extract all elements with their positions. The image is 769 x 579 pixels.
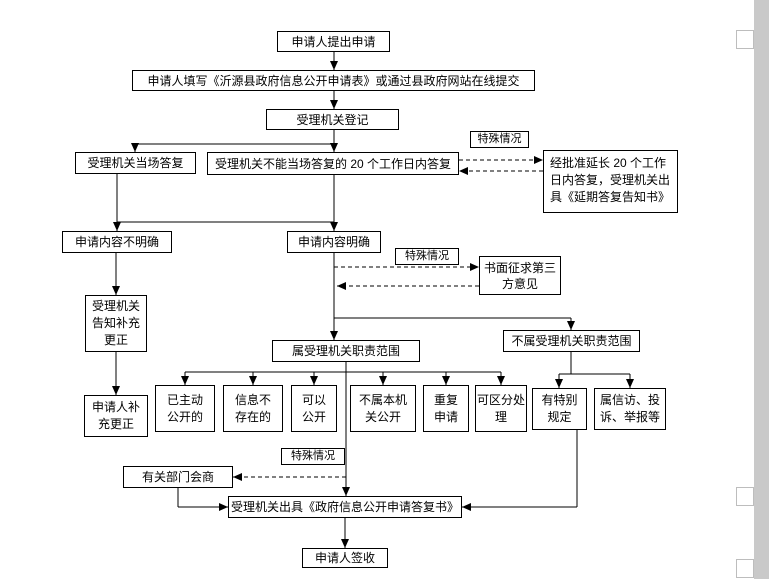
node-extended-reply: 经批准延长 20 个工作日内答复，受理机关出具《延期答复告知书》 xyxy=(543,150,678,213)
node-third-party-opinion: 书面征求第三方意见 xyxy=(479,256,561,295)
node-onspot-reply: 受理机关当场答复 xyxy=(75,152,196,174)
node-repeat-request: 重复申请 xyxy=(423,385,469,432)
label-special-case-2: 特殊情况 xyxy=(395,248,459,265)
node-separable-handling: 可区分处理 xyxy=(475,385,527,432)
node-register: 受理机关登记 xyxy=(266,109,399,130)
node-can-disclose: 可以公开 xyxy=(291,385,337,432)
node-not-this-organ: 不属本机关公开 xyxy=(350,385,416,432)
node-special-provisions: 有特别规定 xyxy=(532,388,587,430)
node-info-not-exist: 信息不存在的 xyxy=(223,385,283,432)
node-already-public: 已主动公开的 xyxy=(155,385,215,432)
page-edge-marker xyxy=(736,559,754,578)
node-out-of-scope: 不属受理机关职责范围 xyxy=(503,330,640,352)
page-edge-marker xyxy=(736,487,754,506)
window-background-edge xyxy=(754,0,769,579)
page-edge-marker xyxy=(736,30,754,49)
node-notify-supplement: 受理机关告知补充更正 xyxy=(85,295,147,352)
node-content-unclear: 申请内容不明确 xyxy=(62,231,172,253)
node-within-20-days: 受理机关不能当场答复的 20 个工作日内答复 xyxy=(207,152,459,175)
label-special-case-1: 特殊情况 xyxy=(470,131,529,148)
node-apply: 申请人提出申请 xyxy=(277,31,390,52)
label-special-case-3: 特殊情况 xyxy=(281,448,345,465)
node-content-clear: 申请内容明确 xyxy=(287,231,381,253)
node-reply-letter: 受理机关出具《政府信息公开申请答复书》 xyxy=(228,496,462,518)
node-dept-consultation: 有关部门会商 xyxy=(123,466,233,488)
node-fill-form: 申请人填写《沂源县政府信息公开申请表》或通过县政府网站在线提交 xyxy=(132,70,535,91)
node-petition-complaint: 属信访、投诉、举报等 xyxy=(594,388,666,430)
node-in-scope: 属受理机关职责范围 xyxy=(272,340,420,362)
node-sign-receipt: 申请人签收 xyxy=(302,548,388,568)
node-applicant-supplement: 申请人补充更正 xyxy=(84,395,148,437)
